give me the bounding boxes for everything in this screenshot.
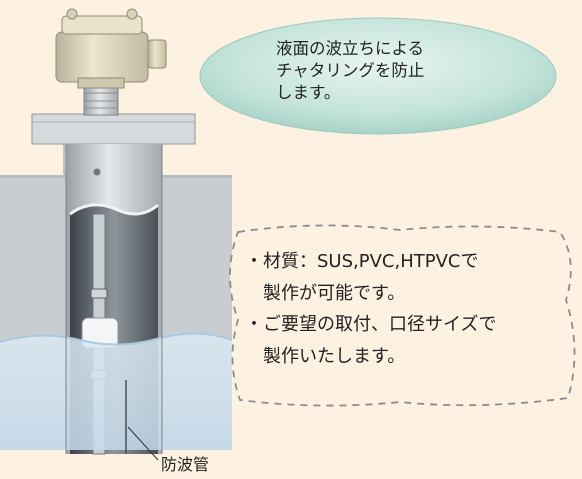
note-line: ・ご要望の取付、口径サイズで <box>245 314 497 335</box>
note-border <box>229 224 576 407</box>
water-surface <box>0 332 233 450</box>
terminal-box <box>55 8 167 89</box>
pipe-label: 防波管 <box>161 455 210 474</box>
bubble-line: 液面の波立ちによる <box>276 39 425 58</box>
note-line: ・材質：SUS,PVC,HTPVCで <box>245 251 479 272</box>
speech-bubble <box>199 17 557 135</box>
bubble-line: します。 <box>276 83 341 102</box>
note-line: 製作が可能です。 <box>263 282 406 304</box>
note-line: 製作いたします。 <box>263 345 406 367</box>
bubble-line: チャタリングを防止 <box>276 61 425 80</box>
label-leader-line <box>127 426 159 461</box>
pipe-outline <box>65 330 163 454</box>
feature-note: ・材質：SUS,PVC,HTPVCで 製作が可能です。 ・ご要望の取付、口径サイ… <box>245 246 496 372</box>
sensor-stem <box>83 84 119 116</box>
bubble-text: 液面の波立ちによる チャタリングを防止 します。 <box>276 38 486 104</box>
